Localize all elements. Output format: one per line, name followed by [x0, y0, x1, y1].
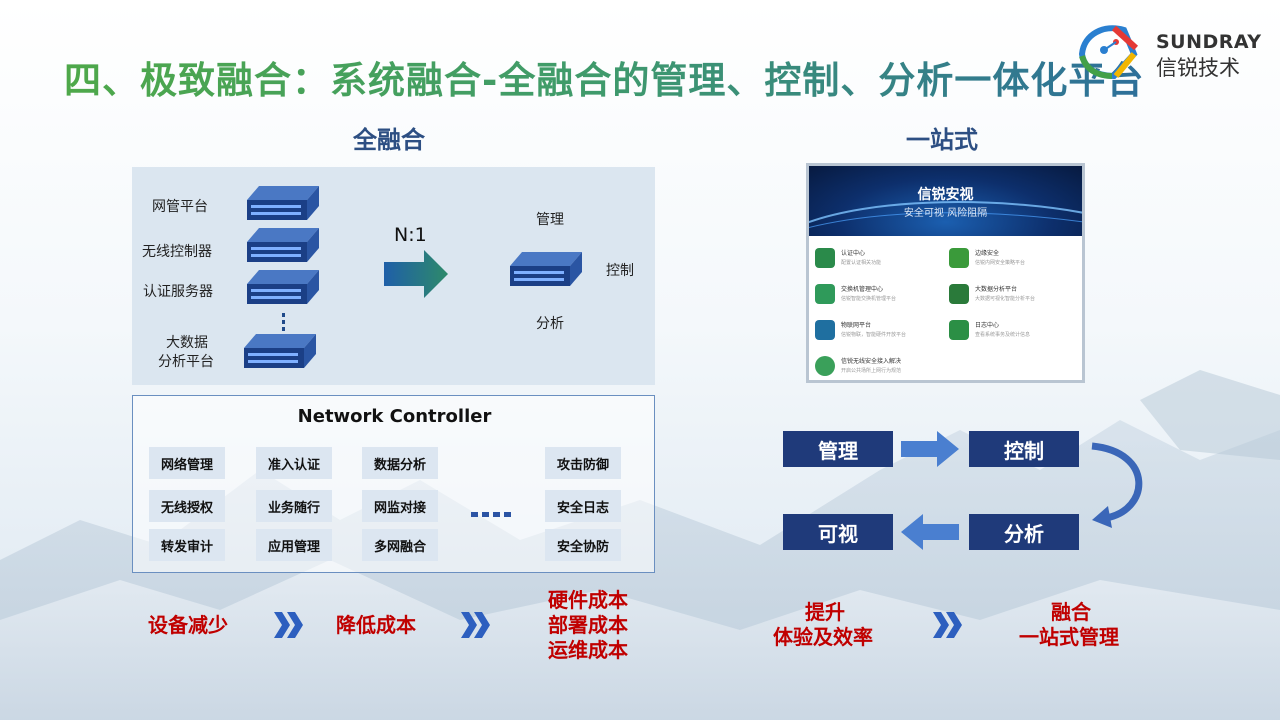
mock-app-subtitle: 配置认证相关功能 — [841, 260, 882, 266]
benefit-fusion-1: 融合 — [1051, 600, 1091, 624]
flow-box-control: 控制 — [969, 431, 1079, 467]
platform-screenshot: 信锐安视 安全可视 风险阻隔 认证中心 配置认证相关功能 边缘安全 信锐内网安全… — [806, 163, 1085, 383]
nc-feature: 转发审计 — [149, 529, 225, 561]
merged-label-manage: 管理 — [536, 212, 564, 228]
label-nms: 网管平台 — [152, 199, 208, 215]
benefit-fusion-2: 一站式管理 — [1019, 625, 1119, 649]
mock-app-subtitle: 信锐内网安全策略平台 — [975, 260, 1026, 266]
nc-title: Network Controller — [297, 406, 492, 427]
benefit-improve-2: 体验及效率 — [773, 625, 873, 649]
server-icon — [510, 252, 582, 286]
benefit-lower-cost: 降低成本 — [336, 613, 416, 637]
brand-name-cn: 信锐技术 — [1156, 56, 1240, 80]
label-bigdata-1: 大数据 — [166, 335, 208, 351]
nc-feature: 数据分析 — [362, 447, 438, 479]
mock-app-subtitle: 信锐智能交换机管理平台 — [841, 296, 897, 302]
double-chevron-right-icon — [274, 612, 303, 638]
mock-app-title: 日志中心 — [975, 322, 1000, 329]
mock-app-title: 信锐无线安全接入解决 — [841, 358, 902, 365]
shield-icon — [949, 248, 969, 268]
mock-banner: 信锐安视 安全可视 风险阻隔 — [809, 166, 1082, 236]
iot-icon — [815, 320, 835, 340]
nc-feature: 安全协防 — [545, 529, 621, 561]
brand-name-en: SUNDRAY — [1156, 31, 1262, 53]
mock-app-title: 物联网平台 — [841, 322, 872, 329]
nc-feature: 网监对接 — [362, 490, 438, 522]
sundray-logo-icon — [1078, 25, 1139, 80]
double-chevron-right-icon — [461, 612, 490, 638]
right-heading: 一站式 — [906, 126, 978, 154]
server-icon — [247, 228, 319, 262]
mock-app-subtitle: 开启公共场所上网行为规范 — [841, 368, 902, 374]
mock-app-title: 边缘安全 — [975, 250, 1000, 257]
slide-title: 四、极致融合：系统融合-全融合的管理、控制、分析一体化平台 — [64, 50, 1144, 104]
flow-box-analyze: 分析 — [969, 514, 1079, 550]
nc-feature: 应用管理 — [256, 529, 332, 561]
arrow-right-icon — [384, 250, 448, 298]
benefit-fewer-devices: 设备减少 — [148, 613, 228, 637]
cost-deployment: 部署成本 — [548, 613, 628, 637]
server-icon — [247, 186, 319, 220]
globe-icon — [815, 356, 835, 376]
mock-app-title: 大数据分析平台 — [975, 286, 1018, 293]
nc-feature: 准入认证 — [256, 447, 332, 479]
cost-operation: 运维成本 — [548, 638, 628, 662]
left-heading: 全融合 — [353, 126, 425, 154]
briefcase-icon — [949, 284, 969, 304]
merged-label-analyze: 分析 — [536, 316, 564, 332]
nc-feature: 攻击防御 — [545, 447, 621, 479]
merged-label-control: 控制 — [606, 263, 634, 279]
arrow-left-icon — [901, 514, 959, 550]
benefit-improve-1: 提升 — [805, 600, 845, 624]
mock-app-subtitle: 信锐物联，智能硬件开放平台 — [841, 332, 907, 338]
vertical-ellipsis — [282, 313, 286, 334]
arrow-right-icon — [901, 431, 959, 467]
chart-icon — [949, 320, 969, 340]
nc-feature: 业务随行 — [256, 490, 332, 522]
mock-banner-title: 信锐安视 — [917, 187, 974, 203]
mock-app-title: 交换机管理中心 — [841, 286, 884, 293]
horizontal-ellipsis — [471, 502, 515, 521]
banner-swoosh — [809, 201, 1082, 229]
flow-box-visual: 可视 — [783, 514, 893, 550]
mock-app-subtitle: 大数据可视化智能分析平台 — [975, 296, 1036, 302]
nc-feature: 无线授权 — [149, 490, 225, 522]
curved-arrow-down-icon — [1091, 442, 1143, 528]
label-bigdata-2: 分析平台 — [158, 354, 214, 370]
label-auth: 认证服务器 — [143, 284, 213, 300]
flow-box-manage: 管理 — [783, 431, 893, 467]
cost-hardware: 硬件成本 — [548, 588, 628, 612]
ratio-label: N:1 — [394, 224, 427, 246]
nc-feature: 安全日志 — [545, 490, 621, 522]
double-chevron-right-icon — [933, 612, 962, 638]
label-wlc: 无线控制器 — [142, 244, 212, 260]
nc-feature: 多网融合 — [362, 529, 438, 561]
switch-icon — [815, 284, 835, 304]
mock-app-title: 认证中心 — [841, 250, 866, 257]
user-icon — [815, 248, 835, 268]
server-icon — [247, 270, 319, 304]
mock-app-subtitle: 查看系统事务及统计信息 — [975, 332, 1031, 338]
nc-feature: 网络管理 — [149, 447, 225, 479]
server-icon — [244, 334, 316, 368]
mock-banner-subtitle: 安全可视 风险阻隔 — [903, 208, 988, 219]
